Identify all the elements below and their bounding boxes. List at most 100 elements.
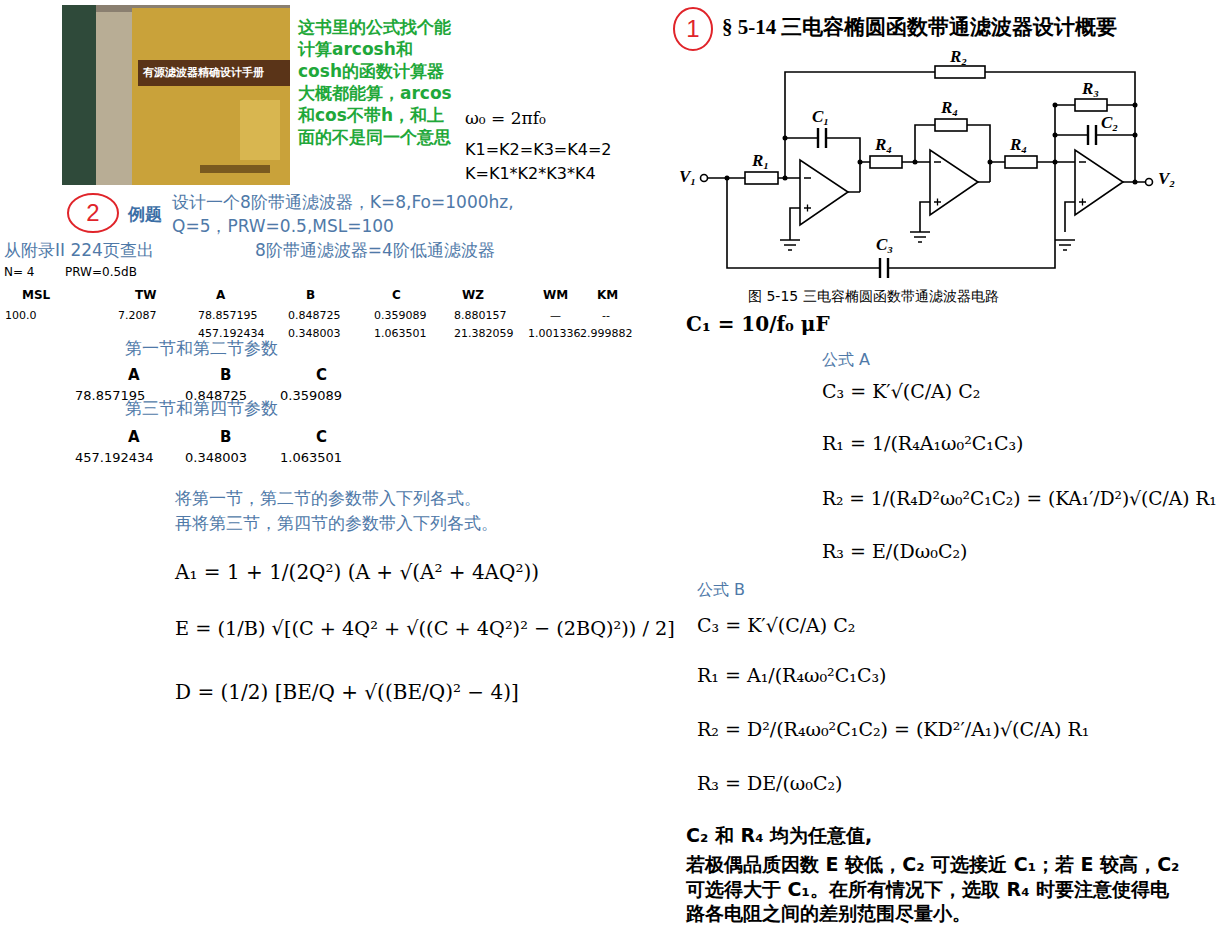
formula-heading: 公式 A: [822, 350, 870, 370]
parameter-cell: 0.348003: [185, 450, 247, 466]
formula: A₁ = 1 + 1/(2Q²) (A + √(A² + 4AQ²)): [175, 560, 539, 585]
table-cell: 0.848725: [288, 309, 341, 323]
problem-text: 从附录II 224页查出: [4, 240, 154, 261]
table-cell: 0.348003: [288, 327, 341, 341]
capacitor-symbol: [818, 125, 1096, 278]
wire: [708, 72, 1146, 268]
component-label: C₃: [876, 234, 893, 255]
resistor-symbol: [745, 172, 778, 184]
table-cell: --: [602, 309, 610, 323]
table-cell: 78.857195: [198, 309, 258, 323]
title-band: [138, 60, 290, 86]
parameter-cell: B: [220, 366, 231, 385]
formula-note: K=K1*K2*K3*K4: [465, 164, 596, 184]
component-label: R₄: [941, 97, 958, 118]
parameter-cell: A: [128, 366, 140, 385]
table-cell: 21.382059: [454, 327, 514, 341]
component-label: C₁: [812, 106, 829, 127]
table-cell: 7.2087: [118, 309, 157, 323]
table-header: WZ: [462, 288, 484, 303]
component-label: R₃: [1082, 78, 1099, 99]
circuit: [701, 66, 1153, 278]
formula: R₁ = A₁/(R₄ω₀²C₁C₃): [697, 664, 886, 688]
formula: R₃ = DE/(ω₀C₂): [697, 772, 843, 796]
formula: R₂ = D²/(R₄ω₀²C₁C₂) = (KD²′/A₁)√(C/A) R₁: [697, 718, 1089, 742]
resistor-symbol: [935, 66, 985, 78]
parameter-cell: A: [128, 428, 140, 447]
callout-number: 2: [86, 199, 99, 227]
formula-note: ω₀ = 2πf₀: [465, 108, 546, 129]
problem-text: 8阶带通滤波器=4阶低通滤波器: [255, 240, 495, 261]
instruction-text: 第一节和第二节参数: [125, 338, 278, 359]
formula: C₃ = K′√(C/A) C₂: [697, 614, 855, 638]
table-header: B: [306, 288, 315, 303]
note-text: 若极偶品质因数 E 较低，C₂ 可选接近 C₁；若 E 较高，C₂ 可选得大于 …: [686, 852, 1186, 926]
book-title: 有源滤波器精确设计手册: [143, 66, 264, 80]
book-cover: [132, 8, 290, 185]
table-note: PRW=0.5dB: [65, 265, 137, 280]
table-cell: 100.0: [5, 309, 37, 323]
photo-ground: [62, 5, 290, 185]
table-header: A: [216, 288, 225, 303]
circle-outline: [674, 8, 712, 50]
table-cell: —: [550, 309, 561, 323]
formula: E = (1/B) √[(C + 4Q² + √((C + 4Q²)² − (2…: [175, 617, 675, 641]
terminal: [701, 175, 708, 182]
component-label: R₂: [950, 46, 967, 67]
formula-heading: 公式 B: [697, 580, 745, 600]
table-cell: 8.880157: [454, 309, 507, 323]
callout-circle: 2: [66, 192, 120, 234]
table-header: WM: [543, 288, 568, 303]
formula: R₂ = 1/(R₄D²ω₀²C₁C₂) = (KA₁′/D²)√(C/A) R…: [822, 487, 1217, 510]
table-cell: 1.001336: [528, 327, 581, 341]
instruction-text: 将第一节，第二节的参数带入下列各式。: [175, 488, 481, 509]
cover-detail: [240, 100, 280, 160]
junction-dot: [725, 103, 1138, 185]
formula-note: K1=K2=K3=K4=2: [465, 140, 612, 160]
section-label: 例题: [128, 204, 162, 225]
parameter-cell: 0.359089: [280, 388, 342, 404]
opamp-sign: [804, 162, 1086, 212]
note-text: C₂ 和 R₄ 均为任意值,: [686, 824, 872, 848]
parameter-cell: C: [316, 428, 327, 447]
callout-number: 1: [686, 15, 699, 43]
table-note: N= 4: [4, 265, 34, 280]
parameter-cell: 457.192434: [75, 450, 154, 466]
resistor-symbol: [935, 119, 967, 131]
page-title: § 5-14 三电容椭圆函数带通滤波器设计概要: [722, 14, 1118, 40]
resistor-symbol: [1075, 99, 1107, 111]
formula: C₁ = 10/f₀ μF: [686, 312, 830, 337]
formula: C₃ = K′√(C/A) C₂: [822, 380, 980, 404]
component-label: V₁: [679, 166, 696, 187]
terminal: [1146, 179, 1153, 186]
table-header: KM: [597, 288, 618, 303]
formula: R₃ = E/(Dω₀C₂): [822, 540, 968, 564]
component-label: R₄: [1010, 134, 1027, 155]
table-cell: 2.999882: [580, 327, 633, 341]
instruction-text: 第三节和第四节参数: [125, 398, 278, 419]
book-spine: [62, 5, 96, 185]
formula: D = (1/2) [BE/Q + √((BE/Q)² − 4)]: [175, 680, 519, 705]
parameter-cell: C: [316, 366, 327, 385]
table-header: TW: [135, 288, 156, 303]
circle-outline: [68, 194, 118, 232]
parameter-cell: 1.063501: [280, 450, 342, 466]
book-back: [96, 12, 132, 185]
figure-caption: 图 5-15 三电容椭圆函数带通滤波器电路: [748, 288, 999, 306]
table-cell: 0.359089: [374, 309, 427, 323]
table-header: C: [392, 288, 401, 303]
table-cell: 1.063501: [374, 327, 427, 341]
problem-text: Q=5，PRW=0.5,MSL=100: [172, 216, 394, 237]
resistor-symbol: [1005, 156, 1037, 168]
component-label: C₂: [1101, 112, 1118, 133]
annotation-note: 这书里的公式找个能计算arcosh和cosh的函数计算器大概都能算，arcos和…: [298, 16, 456, 149]
component-label: R₄: [875, 134, 892, 155]
instruction-text: 再将第三节，第四节的参数带入下列各式。: [175, 513, 498, 534]
problem-text: 设计一个8阶带通滤波器，K=8,Fo=1000hz,: [172, 192, 514, 213]
resistor-symbol: [870, 156, 902, 168]
parameter-cell: B: [220, 428, 231, 447]
component-label: R₁: [752, 150, 769, 171]
publisher-mark: [200, 165, 270, 173]
